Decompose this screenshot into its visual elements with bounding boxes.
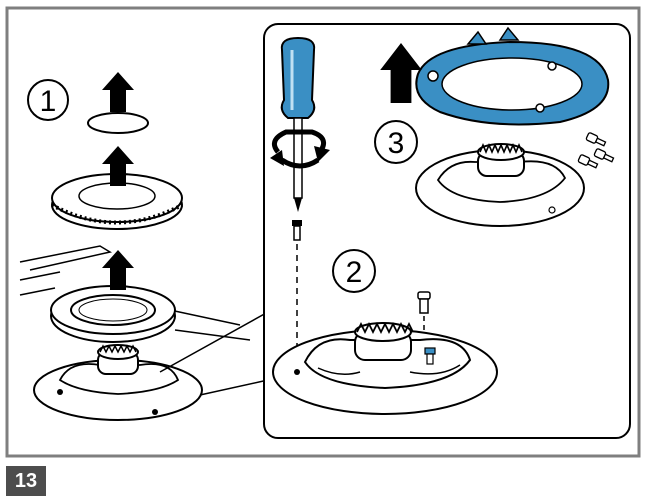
burner-base-upper — [415, 142, 585, 227]
callout-lines — [159, 311, 269, 396]
burner-ring — [50, 285, 176, 343]
rotate-arrow-icon — [270, 129, 330, 169]
burner-crown — [51, 173, 183, 230]
cooktop-surface — [19, 245, 251, 341]
step-1-label: 1 — [40, 85, 57, 118]
step-2-marker: 2 — [332, 249, 376, 293]
burner-base-detail — [272, 321, 498, 415]
step-3-label: 3 — [388, 127, 405, 160]
figure-number-badge: 13 — [6, 466, 46, 496]
burner-cap-ring — [87, 112, 149, 134]
mounting-ring-highlight — [415, 26, 610, 126]
step-3-marker: 3 — [374, 120, 418, 164]
screw-icon — [577, 132, 615, 169]
burner-base-left — [33, 344, 203, 421]
step-2-label: 2 — [346, 256, 363, 289]
screwdriver-icon — [280, 36, 316, 212]
step-1-marker: 1 — [27, 79, 69, 121]
